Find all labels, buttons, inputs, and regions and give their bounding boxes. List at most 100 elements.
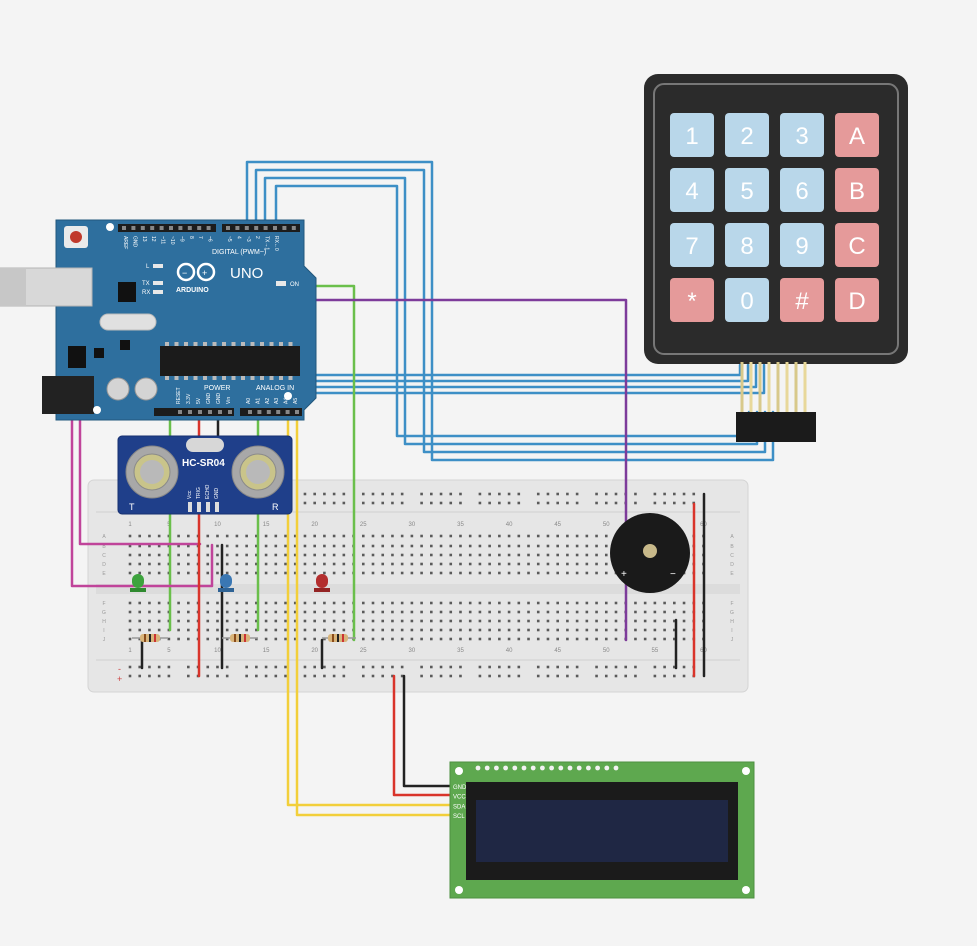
row-label: J bbox=[731, 637, 734, 643]
key-9[interactable]: 9 bbox=[780, 223, 824, 267]
key-5[interactable]: 5 bbox=[725, 168, 769, 212]
pin-label: AREF bbox=[122, 236, 128, 249]
row-label: D bbox=[730, 562, 734, 568]
column-number: 50 bbox=[603, 648, 610, 654]
breadboard[interactable]: 1155101015152020252530303535404045455050… bbox=[87, 479, 749, 693]
column-number: 25 bbox=[360, 648, 367, 654]
row-label: B bbox=[730, 544, 734, 550]
column-number: 50 bbox=[603, 522, 610, 528]
row-label: I bbox=[731, 628, 732, 634]
wire-blue-2[interactable] bbox=[254, 168, 767, 454]
column-number: 5 bbox=[167, 648, 171, 654]
row-label: G bbox=[730, 610, 734, 616]
column-number: 15 bbox=[263, 522, 270, 528]
key-label: 7 bbox=[685, 233, 698, 260]
row-label: E bbox=[102, 571, 106, 577]
key-label: B bbox=[849, 178, 865, 205]
sensor-pin-label: Vcc bbox=[187, 490, 193, 499]
column-number: 45 bbox=[554, 522, 561, 528]
column-number: 15 bbox=[263, 648, 270, 654]
wire-blue-7[interactable] bbox=[269, 363, 758, 394]
led-blue[interactable] bbox=[218, 574, 234, 592]
key-6[interactable]: 6 bbox=[780, 168, 824, 212]
key-label: 1 bbox=[685, 123, 698, 150]
key-label: A bbox=[849, 123, 865, 150]
wire-red-lcd-vcc[interactable] bbox=[392, 674, 454, 797]
resistor-1[interactable] bbox=[132, 634, 168, 642]
key-B[interactable]: B bbox=[835, 168, 879, 212]
uno-label: UNO bbox=[230, 265, 263, 282]
pin-label: ~10 bbox=[169, 236, 175, 245]
analog-label: ANALOG IN bbox=[256, 385, 294, 392]
key-hash[interactable]: # bbox=[780, 278, 824, 322]
column-number: 10 bbox=[214, 522, 221, 528]
pin-label: 5V bbox=[196, 397, 202, 404]
key-star[interactable]: * bbox=[670, 278, 714, 322]
wire-blue-8[interactable] bbox=[277, 363, 766, 395]
power-label: POWER bbox=[204, 385, 230, 392]
key-A[interactable]: A bbox=[835, 113, 879, 157]
key-label: 5 bbox=[740, 178, 753, 205]
sensor-pin-label: GND bbox=[214, 488, 220, 500]
svg-text:+: + bbox=[202, 268, 207, 278]
pin-label: A4 bbox=[284, 398, 290, 404]
atmega-chip bbox=[160, 346, 300, 376]
lcd-pin-label: SDA bbox=[453, 804, 465, 810]
key-4[interactable]: 4 bbox=[670, 168, 714, 212]
arduino-logo-text: ARDUINO bbox=[176, 287, 209, 294]
row-label: D bbox=[102, 562, 106, 568]
rail-plus-label: + bbox=[117, 674, 122, 684]
buzzer-minus-label: − bbox=[670, 569, 676, 580]
key-C[interactable]: C bbox=[835, 223, 879, 267]
led-red[interactable] bbox=[314, 574, 330, 592]
wire-yellow-scl[interactable] bbox=[295, 410, 454, 817]
pin-label: 13 bbox=[141, 236, 147, 242]
pin-label: RESET bbox=[176, 387, 182, 404]
pin-label: ~9 bbox=[178, 236, 184, 242]
key-1[interactable]: 1 bbox=[670, 113, 714, 157]
row-label: H bbox=[102, 619, 106, 625]
sensor-pin-label: ECHO bbox=[205, 484, 211, 499]
key-D[interactable]: D bbox=[835, 278, 879, 322]
arduino-logo-icon: − + bbox=[176, 262, 216, 282]
svg-text:−: − bbox=[182, 268, 187, 278]
lcd-screen bbox=[476, 800, 728, 862]
column-number: 30 bbox=[409, 648, 416, 654]
keypad-ribbon bbox=[740, 362, 807, 412]
lcd-pin-label: GND bbox=[453, 785, 467, 791]
pin-label: ~11 bbox=[160, 236, 166, 244]
column-number: 1 bbox=[128, 648, 132, 654]
lcd-pin-label: SCL bbox=[453, 814, 465, 820]
digital-label: DIGITAL (PWM~) bbox=[212, 249, 266, 256]
row-label: F bbox=[102, 601, 105, 607]
lcd-top-pins bbox=[475, 765, 619, 771]
key-8[interactable]: 8 bbox=[725, 223, 769, 267]
wire-blue-1[interactable] bbox=[245, 160, 775, 462]
resistor-2[interactable] bbox=[222, 634, 258, 642]
key-label: 9 bbox=[795, 233, 808, 260]
key-3[interactable]: 3 bbox=[780, 113, 824, 157]
pin-label: 3.3V bbox=[186, 393, 192, 404]
power-jack bbox=[42, 376, 94, 414]
wire-black-lcd-gnd[interactable] bbox=[402, 674, 454, 788]
lcd-pin-label: VCC bbox=[453, 795, 466, 801]
key-7[interactable]: 7 bbox=[670, 223, 714, 267]
rail-minus-label: - bbox=[118, 664, 121, 674]
lcd-pin-labels: GND VCC SDA SCL bbox=[453, 785, 467, 820]
key-2[interactable]: 2 bbox=[725, 113, 769, 157]
resistor-3[interactable] bbox=[322, 634, 356, 642]
wire-yellow-sda[interactable] bbox=[286, 410, 454, 807]
pin-label: Vin bbox=[226, 397, 232, 404]
piezo-buzzer[interactable]: + − bbox=[610, 513, 690, 593]
sensor-t-label: T bbox=[129, 502, 135, 512]
lcd-i2c-module[interactable]: GND VCC SDA SCL bbox=[449, 761, 755, 899]
column-number: 40 bbox=[506, 522, 513, 528]
led-green[interactable] bbox=[130, 574, 146, 592]
key-0[interactable]: 0 bbox=[725, 278, 769, 322]
